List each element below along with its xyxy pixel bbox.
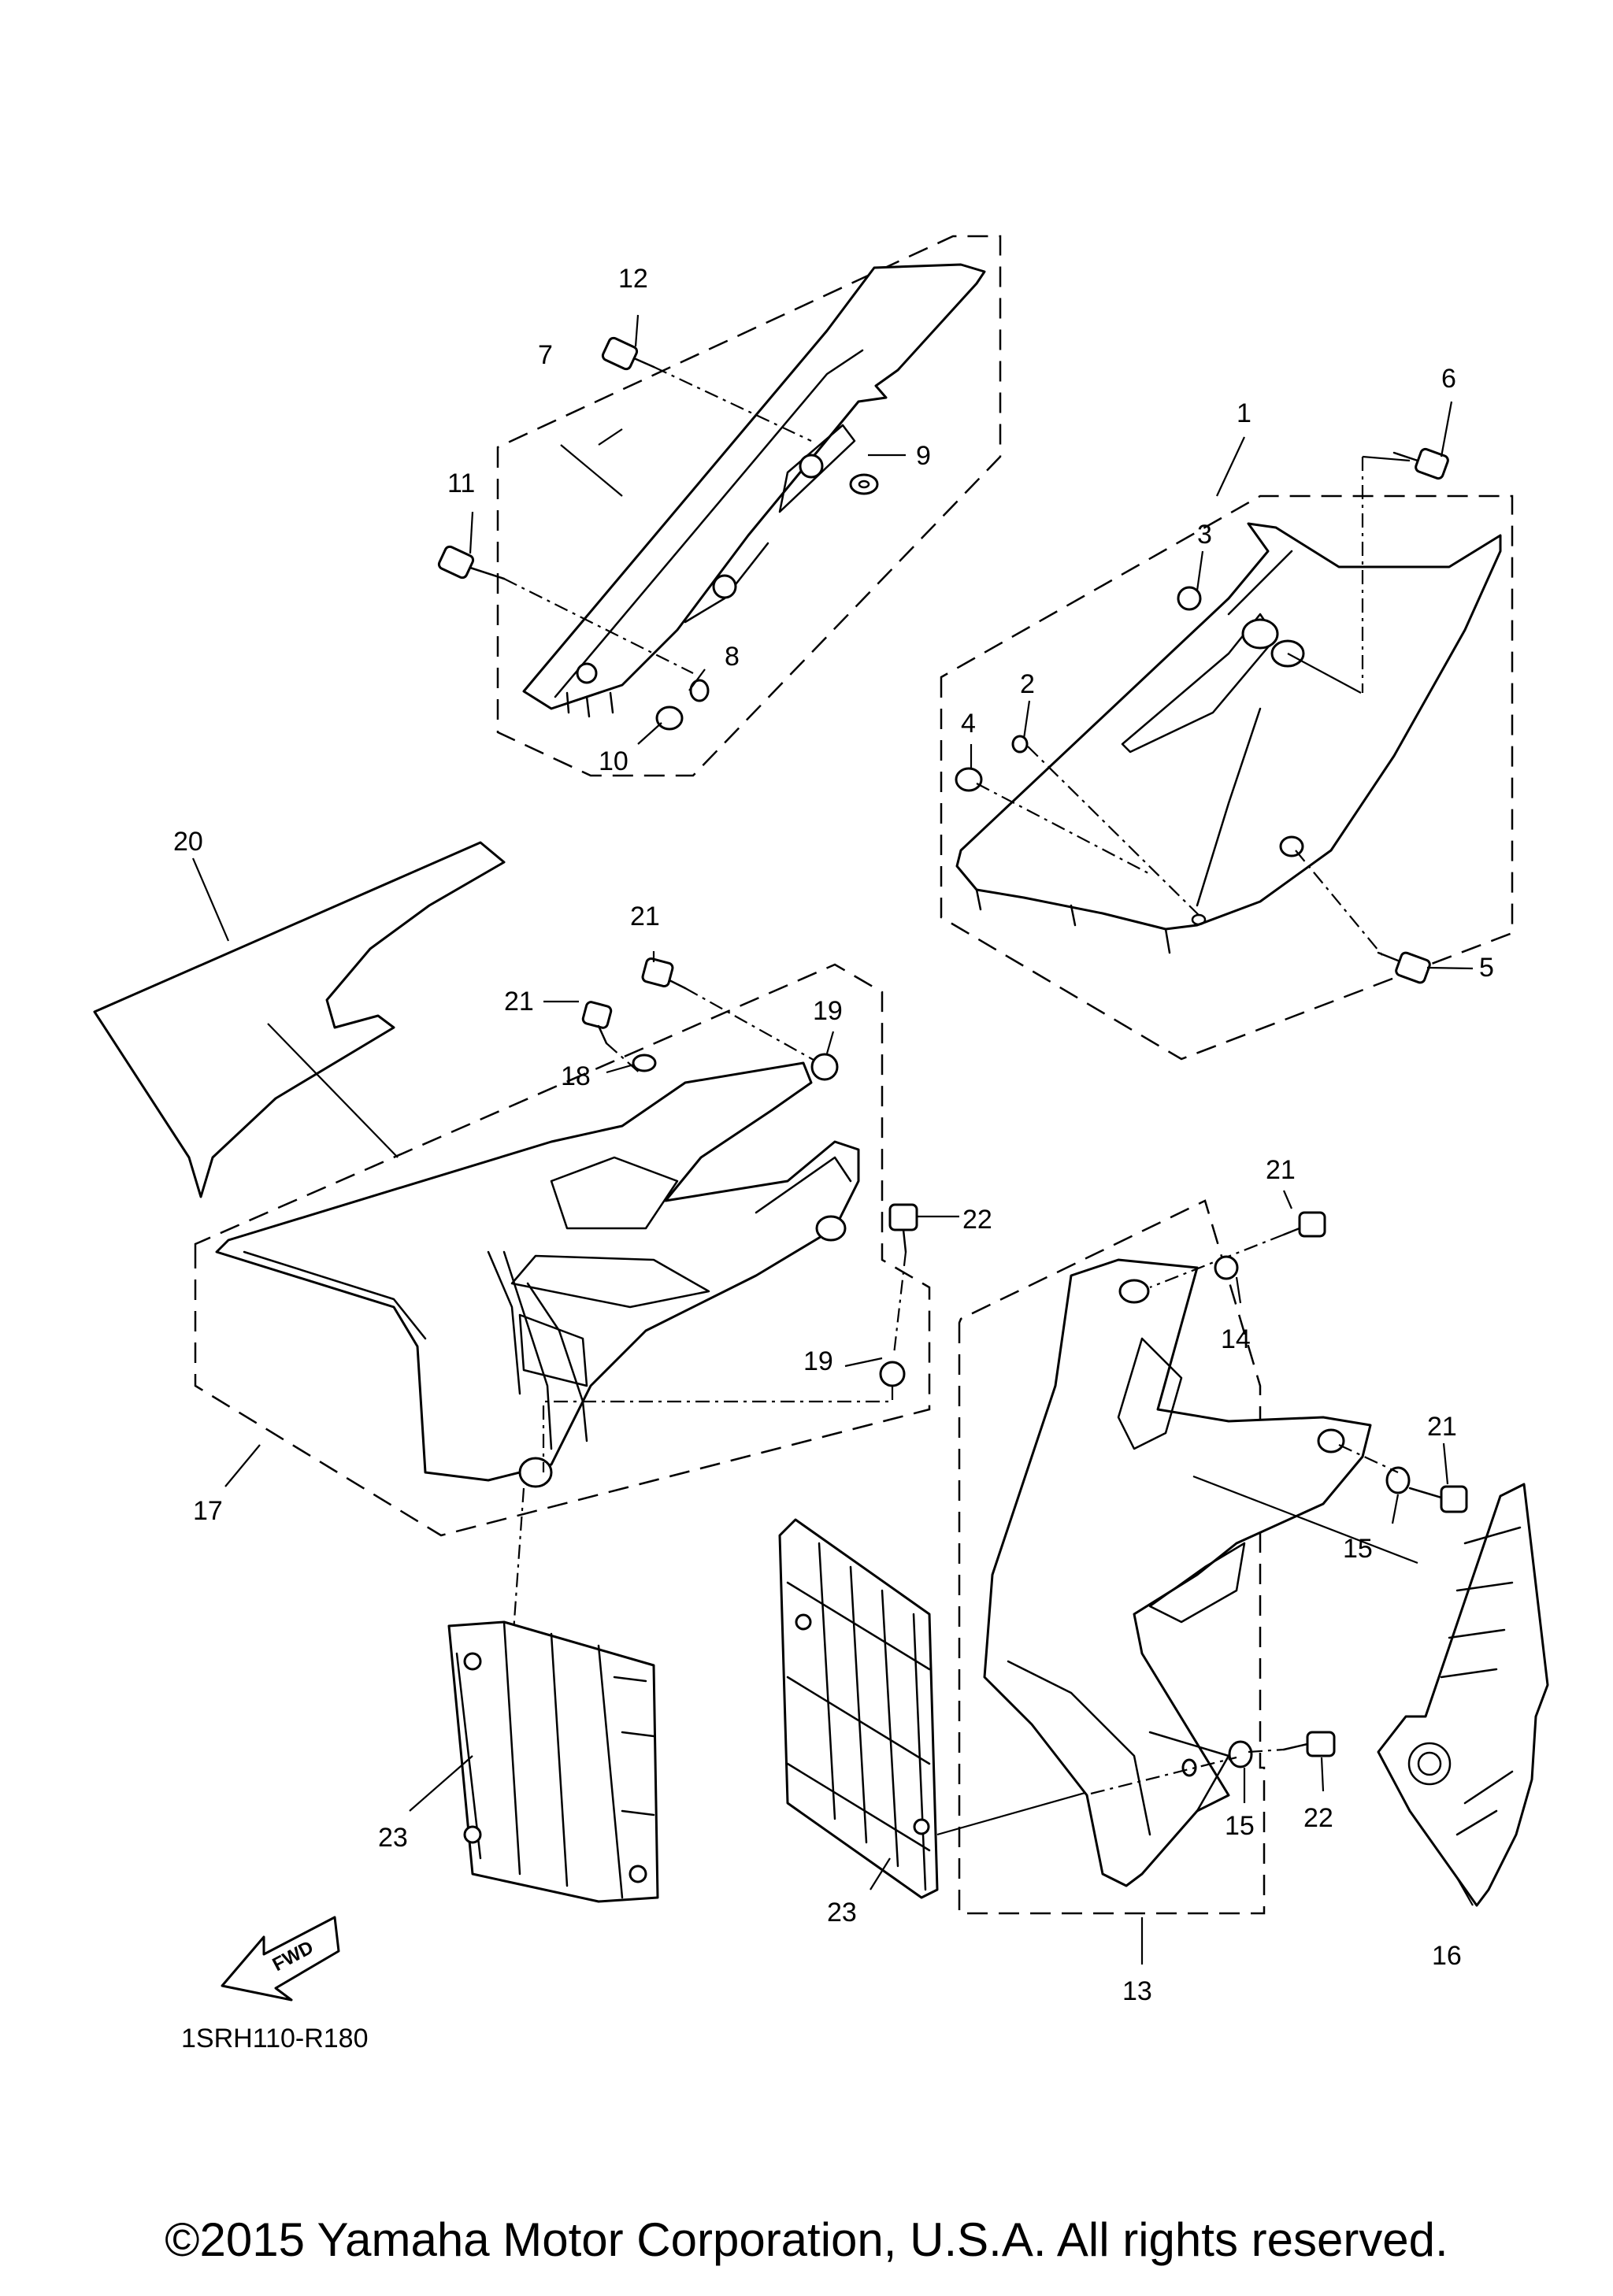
callout-23b: 23 <box>827 1898 857 1928</box>
bolt-21a <box>581 1001 613 1045</box>
part-7-cover <box>496 235 1002 777</box>
bolt-11 <box>437 545 506 580</box>
callout-21d: 21 <box>1427 1412 1457 1442</box>
callout-4: 4 <box>961 709 976 739</box>
callout-21a: 21 <box>504 987 534 1017</box>
callout-19a: 19 <box>813 996 843 1026</box>
callout-23a: 23 <box>378 1823 408 1853</box>
fwd-arrow-icon: FWD <box>221 1916 340 2002</box>
bolt-21c <box>1282 1211 1326 1238</box>
bolt-6 <box>1392 447 1449 480</box>
copyright-notice: ©2015 Yamaha Motor Corporation, U.S.A. A… <box>165 2213 1448 2266</box>
callout-20: 20 <box>173 827 203 857</box>
callout-15a: 15 <box>1343 1534 1373 1564</box>
bolt-22a <box>888 1203 918 1254</box>
callout-15b: 15 <box>1225 1811 1255 1841</box>
grommet-15b <box>1228 1740 1253 1768</box>
callout-12: 12 <box>618 264 648 294</box>
collar-10 <box>655 705 684 731</box>
callout-3: 3 <box>1197 520 1212 550</box>
diagram-code: 1SRH110-R180 <box>181 2024 369 2053</box>
part-1-side-cover <box>940 494 1514 1061</box>
part-17-shroud <box>194 963 931 1537</box>
washer-2 <box>1011 735 1029 754</box>
callout-10: 10 <box>599 746 629 776</box>
callout-19b: 19 <box>803 1346 833 1376</box>
callout-9: 9 <box>916 441 931 471</box>
part-13-shroud <box>958 1199 1372 1915</box>
grommet-19a <box>810 1053 839 1081</box>
callout-5: 5 <box>1479 953 1494 983</box>
grommet-14 <box>1214 1255 1239 1280</box>
grommet-18 <box>632 1054 657 1072</box>
callout-18: 18 <box>561 1061 591 1091</box>
bolt-22b <box>1282 1731 1336 1757</box>
bolt-21d <box>1408 1485 1468 1513</box>
callout-21c: 21 <box>1266 1155 1296 1185</box>
grommet-4 <box>955 767 983 792</box>
callout-6: 6 <box>1441 364 1456 394</box>
part-23-guard-right <box>778 1518 939 1899</box>
callout-labels: 1 2 3 4 5 6 7 8 9 10 11 12 13 14 15 15 1… <box>173 264 1494 2006</box>
callout-13: 13 <box>1122 1976 1152 2006</box>
callout-11: 11 <box>447 468 475 498</box>
grommet-15a <box>1385 1466 1411 1494</box>
callout-22a: 22 <box>962 1205 992 1235</box>
callout-22b: 22 <box>1303 1803 1333 1833</box>
callout-7: 7 <box>538 340 553 370</box>
part-20-decal <box>93 841 506 1198</box>
part-16-graphic <box>1377 1483 1549 1907</box>
callout-8: 8 <box>725 642 740 672</box>
bolt-12 <box>601 336 655 371</box>
callout-16: 16 <box>1432 1941 1462 1971</box>
part-23-guard-left <box>447 1620 659 1903</box>
grommet-8 <box>689 679 710 702</box>
callout-1: 1 <box>1237 398 1251 428</box>
bolt-5 <box>1377 951 1431 984</box>
callout-2: 2 <box>1020 669 1035 699</box>
grommet-19b <box>879 1361 906 1387</box>
collar-9 <box>849 473 879 495</box>
bolt-21b <box>641 957 687 990</box>
callout-17: 17 <box>193 1496 223 1526</box>
callout-14: 14 <box>1221 1324 1251 1354</box>
callout-21b: 21 <box>630 902 660 931</box>
grommet-3 <box>1177 586 1202 611</box>
